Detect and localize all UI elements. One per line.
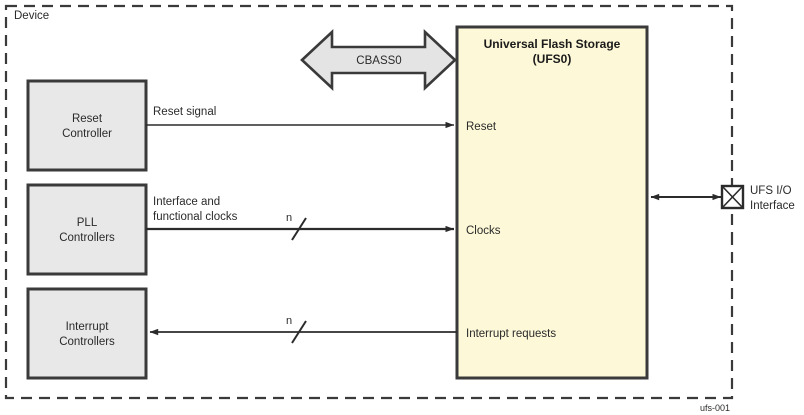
pll-controllers-label-line2: Controllers — [59, 232, 115, 244]
pll-controllers-label-line1: PLL — [77, 217, 98, 229]
reset-controller-label-line1: Reset — [72, 113, 103, 125]
ufs-module-title-line1: Universal Flash Storage — [484, 37, 621, 51]
io-pad-cross-b — [721, 185, 744, 209]
reset-controller-label-line2: Controller — [62, 128, 112, 140]
figure-id-caption: ufs-001 — [700, 403, 730, 413]
cbass0-arrow-label: CBASS0 — [356, 55, 401, 67]
interrupt-controllers-label-line2: Controllers — [59, 336, 115, 348]
device-boundary: Device — [4, 4, 734, 400]
cbass0-bus-arrow: CBASS0 — [300, 29, 457, 91]
ufs-io-interface: UFS I/O Interface — [650, 160, 795, 236]
signal-clocks: n Interface and functional clocks — [146, 196, 454, 241]
reset-controller-rect — [26, 79, 148, 172]
block-pll-controllers: PLL Controllers — [26, 183, 148, 276]
port-label-clocks: Clocks — [466, 225, 501, 237]
interrupt-controllers-rect — [26, 287, 148, 380]
ufs-io-label-line1: UFS I/O — [750, 185, 792, 197]
interrupt-bus-width-label: n — [286, 315, 292, 327]
ufs-module-rect — [455, 25, 649, 380]
interrupt-controllers-label-line1: Interrupt — [66, 321, 110, 333]
block-reset-controller: Reset Controller — [26, 79, 148, 172]
port-label-interrupt-requests: Interrupt requests — [466, 328, 556, 340]
clocks-bus-slash — [291, 217, 307, 241]
ufs-module-block: Universal Flash Storage (UFS0) Reset Clo… — [455, 25, 649, 380]
device-boundary-label: Device — [14, 10, 49, 22]
signal-interrupt-requests: n — [149, 315, 457, 344]
ufs-module-title-line2: (UFS0) — [533, 52, 572, 66]
clocks-signal-label-line1: Interface and — [153, 196, 220, 208]
signal-reset: Reset signal — [146, 106, 454, 129]
ufs-io-label-line2: Interface — [750, 200, 795, 212]
clocks-signal-label-line2: functional clocks — [153, 211, 238, 223]
block-interrupt-controllers: Interrupt Controllers — [26, 287, 148, 380]
reset-signal-label: Reset signal — [153, 106, 216, 118]
pll-controllers-rect — [26, 183, 148, 276]
cbass0-arrow-shape — [300, 29, 457, 91]
clocks-bus-width-label: n — [286, 212, 292, 224]
port-label-reset: Reset — [466, 121, 497, 133]
interrupt-bus-slash — [291, 320, 307, 344]
